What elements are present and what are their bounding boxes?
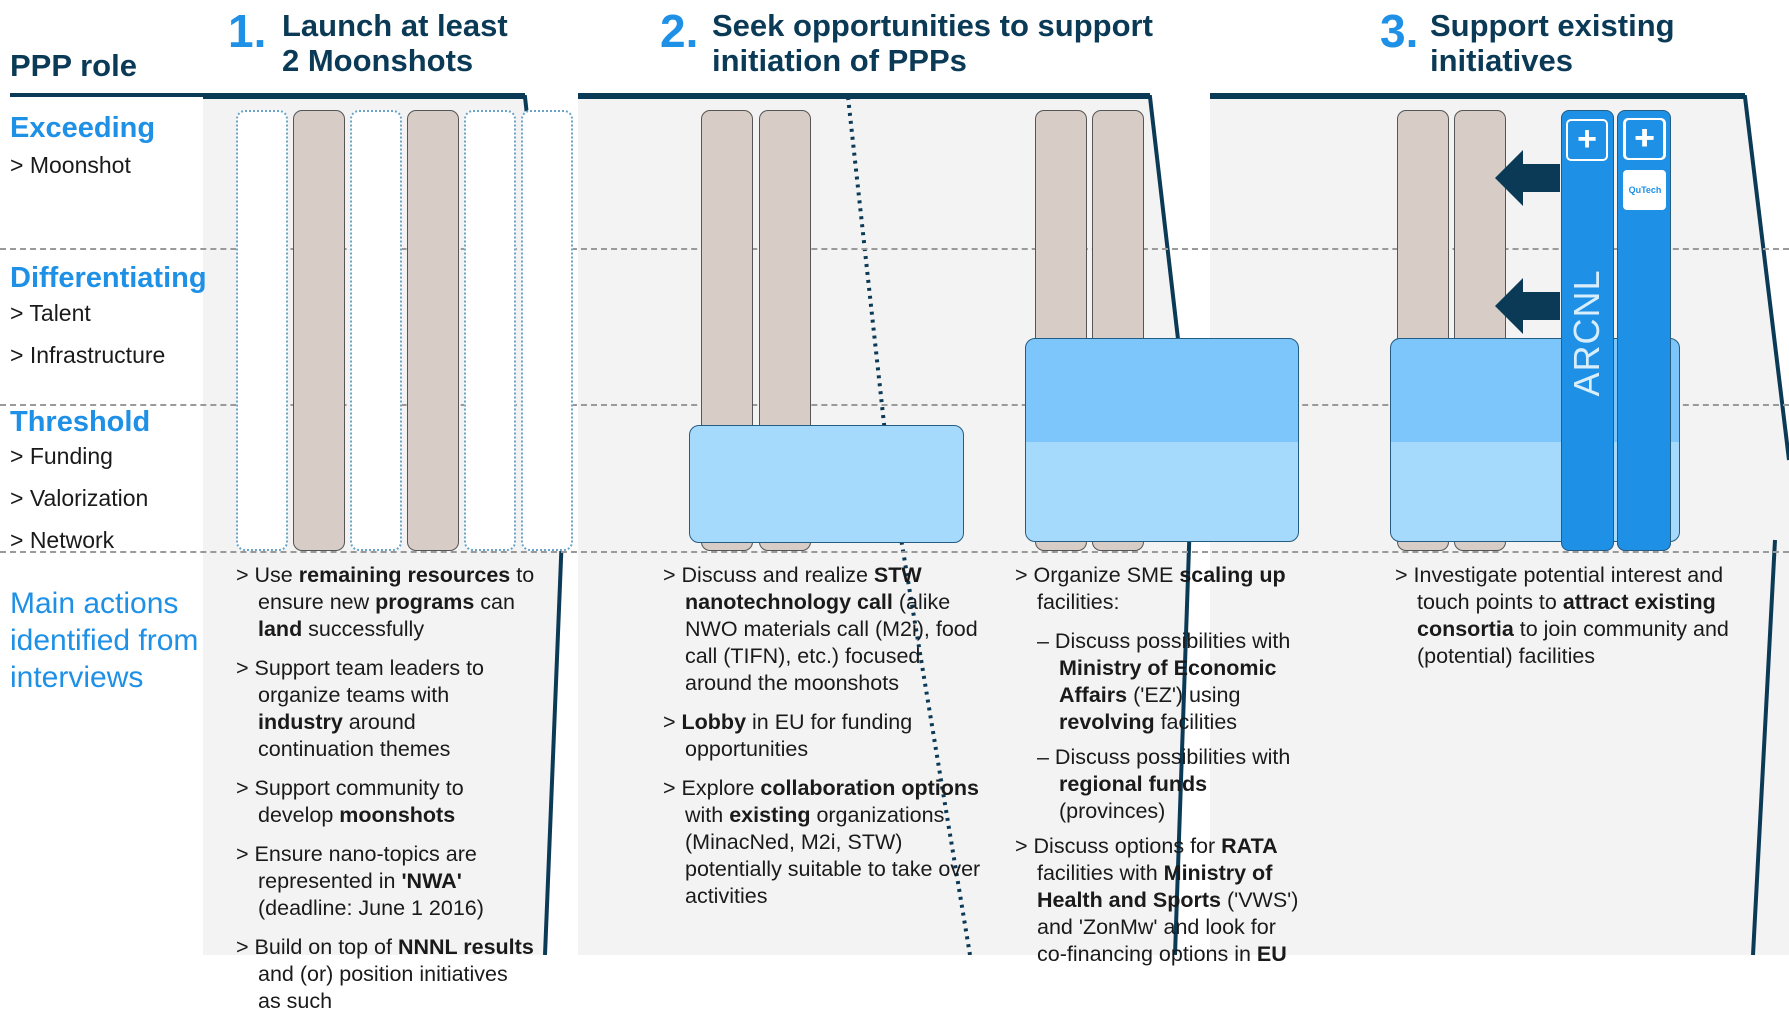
arrow-left-icon: [1495, 278, 1560, 334]
col1-action-2: > Support team leaders to organize teams…: [236, 656, 484, 761]
col2-action-5: > Discuss options for RATA facilities wi…: [1015, 834, 1299, 966]
col2-header-rule: [578, 93, 1150, 97]
role-item-valorization: > Valorization: [10, 485, 149, 511]
col2-action-3: > Explore collaboration options with exi…: [663, 776, 981, 908]
col1-actions: > Use remaining resources to ensure new …: [236, 562, 536, 1027]
col1-title-line2: 2 Moonshots: [282, 43, 474, 78]
moonshot-bar: [407, 110, 459, 551]
arcnl-logo: ARCNL: [1566, 269, 1607, 397]
row-separator-differentiating: [0, 404, 1789, 406]
role-threshold-title: Threshold: [10, 406, 151, 438]
col3-action-1: > Investigate potential interest and tou…: [1395, 563, 1729, 668]
col1-action-5: > Build on top of NNNL results and (or) …: [236, 935, 534, 1013]
moonshot-slot-empty: [464, 110, 516, 551]
main-actions-label: Main actions identified from interviews: [10, 587, 199, 694]
col2-title: Seek opportunities to support initiation…: [712, 8, 1153, 78]
panel-3-edge-lower: [1751, 539, 1777, 955]
plus-icon: +: [1624, 118, 1666, 160]
moonshot-slot-empty: [350, 110, 402, 551]
col2-action-2: > Lobby in EU for funding opportunities: [663, 710, 913, 761]
moonshot-bar: [293, 110, 345, 551]
panel-2-divider: [846, 96, 972, 955]
role-item-talent: > Talent: [10, 300, 91, 326]
col2-subaction-1: – Discuss possibilities with Ministry of…: [1037, 629, 1291, 734]
col3-title-line1: Support existing: [1430, 8, 1675, 43]
plus-icon: +: [1566, 119, 1608, 161]
col2-left-actions: > Discuss and realize STW nanotechnology…: [663, 562, 983, 922]
col1-header-rule: [203, 93, 525, 97]
moonshot-slot-empty: [236, 110, 288, 551]
col3-title-line2: initiatives: [1430, 43, 1573, 78]
col2-title-line1: Seek opportunities to support: [712, 8, 1153, 43]
qutech-overlay: + QuTech: [1618, 110, 1671, 551]
col3-header-rule: [1210, 93, 1745, 97]
role-item-moonshot: > Moonshot: [10, 152, 131, 178]
col1-number: 1.: [228, 5, 267, 57]
panel-3-edge: [1210, 95, 1789, 461]
qutech-bar-lower: [1617, 338, 1671, 551]
col1-title: Launch at least 2 Moonshots: [282, 8, 508, 78]
col3-actions: > Investigate potential interest and tou…: [1395, 562, 1735, 682]
col2-title-line2: initiation of PPPs: [712, 43, 967, 78]
threshold-facility-box: [689, 425, 964, 543]
col2-action-4: > Organize SME scaling up facilities:: [1015, 563, 1286, 614]
panel-2-edge: [578, 95, 1195, 955]
ppp-role-underline: [10, 93, 203, 97]
role-item-funding: > Funding: [10, 443, 113, 469]
row-separator-threshold: [0, 551, 1789, 553]
arcnl-bar: + ARCNL: [1561, 110, 1614, 551]
col3-number: 3.: [1380, 5, 1419, 57]
role-item-infrastructure: > Infrastructure: [10, 342, 166, 368]
col3-title: Support existing initiatives: [1430, 8, 1675, 78]
col2-number: 2.: [660, 5, 699, 57]
moonshot-slot-empty: [521, 110, 573, 551]
col2-action-1: > Discuss and realize STW nanotechnology…: [663, 563, 978, 695]
role-differentiating-title: Differentiating: [10, 262, 207, 294]
col1-title-line1: Launch at least: [282, 8, 508, 43]
col1-action-3: > Support community to develop moonshots: [236, 776, 464, 827]
role-item-network: > Network: [10, 527, 115, 553]
qutech-logo: QuTech: [1624, 170, 1666, 210]
col1-action-1: > Use remaining resources to ensure new …: [236, 563, 535, 641]
col2-subaction-2: – Discuss possibilities with regional fu…: [1037, 745, 1291, 823]
role-exceeding-title: Exceeding: [10, 112, 156, 144]
col2-right-actions: > Organize SME scaling up facilities: – …: [1015, 562, 1300, 980]
col1-action-4: > Ensure nano-topics are represented in …: [236, 842, 484, 920]
ppp-role-header: PPP role: [10, 48, 137, 83]
arrow-left-icon: [1495, 150, 1560, 206]
row-separator-exceeding: [0, 248, 1789, 250]
scaling-facility-box: [1025, 338, 1299, 542]
